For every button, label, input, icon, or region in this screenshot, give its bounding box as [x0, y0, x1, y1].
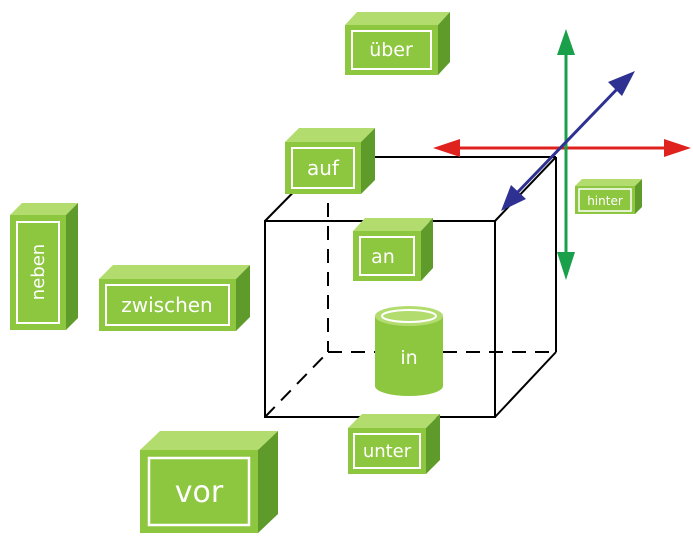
cube-bottom-left-edge-hidden — [264, 351, 329, 418]
axis-depth-line — [512, 84, 622, 198]
block-unter-side — [426, 414, 440, 474]
block-vor-side — [258, 431, 278, 533]
block-auf-label: auf — [307, 156, 340, 180]
block-zwischen-label-frame — [105, 284, 230, 326]
cube-top-right-edge — [494, 156, 557, 222]
block-zwischen-label: zwischen — [121, 293, 212, 317]
block-auf: auf — [285, 128, 375, 194]
block-vor-front — [140, 450, 258, 533]
block-an-label: an — [371, 246, 395, 268]
block-neben-top — [10, 203, 78, 215]
block-unter-label: unter — [363, 441, 412, 462]
block-hinter-label: hinter — [587, 194, 623, 208]
block-auf-label-frame — [291, 147, 355, 189]
block-vor: vor — [140, 431, 278, 533]
axis-depth-arrow-front — [501, 185, 526, 211]
block-unter-label-frame — [353, 433, 421, 469]
block-an-top — [353, 218, 433, 231]
block-neben-label: neben — [28, 244, 49, 300]
cylinder-in: in — [375, 306, 443, 396]
axis-horizontal-arrow-left — [433, 139, 460, 157]
block-an-side — [421, 218, 433, 281]
block-auf-top — [285, 128, 375, 142]
block-uber-side — [438, 12, 450, 75]
block-hinter-side — [635, 179, 642, 214]
block-unter-front — [348, 428, 426, 474]
cylinder-in-label: in — [400, 347, 417, 369]
block-hinter: hinter — [575, 179, 642, 214]
block-zwischen-front — [99, 279, 236, 331]
block-hinter-front — [575, 186, 635, 214]
axis-vertical-arrow-down — [557, 252, 575, 280]
block-auf-front — [285, 142, 361, 194]
block-uber-front — [345, 25, 438, 75]
block-zwischen: zwischen — [99, 265, 250, 331]
block-neben-side — [66, 203, 78, 330]
cylinder-in-body — [375, 316, 443, 396]
block-uber-top — [345, 12, 450, 25]
axes — [433, 29, 691, 280]
block-neben-label-frame — [16, 221, 60, 324]
block-an-front — [353, 231, 421, 281]
block-uber-label-frame — [351, 30, 432, 70]
block-hinter-top — [575, 179, 642, 186]
block-vor-label-frame — [147, 456, 251, 527]
block-an-label-frame — [359, 236, 415, 276]
block-vor-label: vor — [175, 475, 224, 510]
axis-depth-arrow-back — [608, 71, 635, 96]
block-zwischen-top — [99, 265, 250, 279]
block-auf-side — [361, 128, 375, 194]
block-uber: über — [345, 12, 450, 75]
block-hinter-label-frame — [578, 188, 632, 212]
block-an: an — [353, 218, 433, 281]
axis-horizontal-arrow-right — [664, 139, 691, 157]
block-neben: neben — [10, 203, 78, 330]
block-unter-top — [348, 414, 440, 428]
block-unter: unter — [348, 414, 440, 474]
block-neben-front — [10, 215, 66, 330]
cube-bottom-right-edge — [494, 351, 557, 418]
block-zwischen-side — [236, 265, 250, 331]
block-uber-label: über — [369, 39, 413, 61]
cylinder-in-top-rim — [381, 309, 437, 323]
block-vor-top — [140, 431, 278, 450]
axis-vertical-arrow-up — [557, 29, 575, 55]
